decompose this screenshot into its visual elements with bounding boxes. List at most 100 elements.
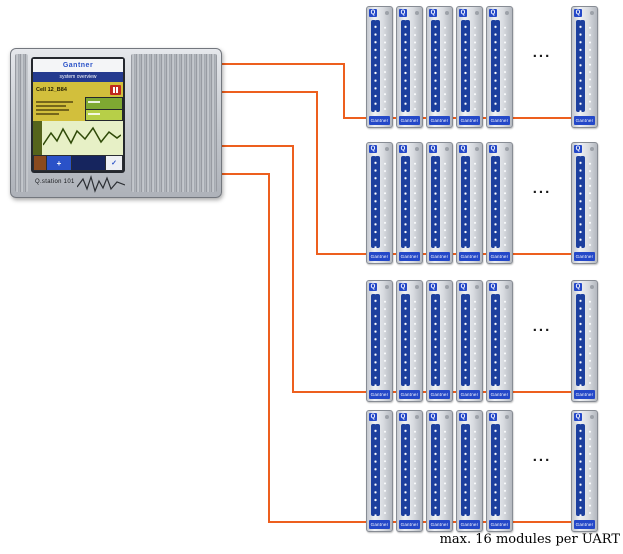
module-top: Q: [427, 143, 452, 155]
q-logo: Q: [399, 9, 407, 17]
q-logo: Q: [369, 413, 377, 421]
q-logo: Q: [459, 9, 467, 17]
io-module: Q Gantner: [486, 280, 513, 402]
terminal-strip: [461, 156, 470, 248]
led-column: [473, 296, 477, 384]
module-brand-label: Gantner: [429, 116, 450, 125]
module-top: Q: [397, 411, 422, 423]
screw: [505, 147, 509, 151]
module-brand-label: Gantner: [429, 520, 450, 529]
io-module: Q Gantner: [396, 6, 423, 128]
uart2-wire-vertical: [316, 91, 318, 255]
trend-chart: [33, 121, 123, 155]
terminal-strip: [371, 20, 380, 112]
screw: [590, 147, 594, 151]
io-module: Q Gantner: [486, 142, 513, 264]
terminal-strip: [461, 20, 470, 112]
terminal-strip: [576, 20, 585, 112]
module-brand-label: Gantner: [399, 116, 420, 125]
io-module: Q Gantner: [396, 280, 423, 402]
q-logo: Q: [489, 9, 497, 17]
module-top: Q: [487, 411, 512, 423]
screw: [590, 415, 594, 419]
screw: [385, 285, 389, 289]
screw: [445, 147, 449, 151]
led-column: [383, 158, 387, 246]
q-logo: Q: [429, 145, 437, 153]
io-module: Q Gantner: [571, 410, 598, 532]
led-column: [413, 426, 417, 514]
terminal-strip: [371, 424, 380, 516]
module-brand-label: Gantner: [369, 390, 390, 399]
terminal-strip: [461, 424, 470, 516]
io-module: Q Gantner: [486, 6, 513, 128]
terminal-strip: [401, 156, 410, 248]
q-logo: Q: [489, 145, 497, 153]
module-top: Q: [367, 143, 392, 155]
led-column: [503, 158, 507, 246]
terminal-strip: [371, 156, 380, 248]
module-brand-label: Gantner: [399, 390, 420, 399]
waveform-icon: [43, 126, 121, 146]
uart2-wire-horizontal: [220, 91, 316, 93]
more-modules-ellipsis: ...: [532, 179, 552, 197]
brand-logo: Gantner: [33, 59, 123, 72]
module-top: Q: [457, 411, 482, 423]
led-column: [473, 22, 477, 110]
q-logo: Q: [459, 283, 467, 291]
uart3-wire-vertical: [292, 145, 294, 393]
module-brand-label: Gantner: [429, 390, 450, 399]
screw: [445, 285, 449, 289]
led-column: [383, 426, 387, 514]
q-logo: Q: [574, 145, 582, 153]
status-tile-green: [86, 98, 122, 109]
led-column: [588, 158, 592, 246]
module-brand-label: Gantner: [399, 520, 420, 529]
uart1-wire-vertical: [343, 63, 345, 119]
terminal-strip: [431, 424, 440, 516]
led-column: [503, 296, 507, 384]
cell-row: Cell 12_B84: [33, 82, 123, 97]
device-model-label: Q.station 101: [35, 179, 75, 185]
module-top: Q: [397, 7, 422, 19]
module-brand-label: Gantner: [574, 390, 595, 399]
module-brand-label: Gantner: [459, 390, 480, 399]
module-brand-label: Gantner: [369, 252, 390, 261]
module-brand-label: Gantner: [574, 252, 595, 261]
terminal-strip: [371, 294, 380, 386]
terminal-strip: [401, 424, 410, 516]
screw: [475, 285, 479, 289]
more-modules-ellipsis: ...: [532, 43, 552, 61]
led-column: [473, 158, 477, 246]
terminal-strip: [431, 20, 440, 112]
module-row-uart3: Q Gantner Q Gantner Q Gantner Q Gantner: [366, 280, 598, 402]
screw: [415, 285, 419, 289]
module-top: Q: [572, 7, 597, 19]
screen-header: system overview: [33, 72, 123, 82]
module-top: Q: [457, 143, 482, 155]
module-brand-label: Gantner: [399, 252, 420, 261]
terminal-strip: [491, 20, 500, 112]
module-top: Q: [457, 7, 482, 19]
measurement-panel: [33, 97, 123, 121]
led-column: [413, 158, 417, 246]
screw: [475, 147, 479, 151]
module-top: Q: [427, 411, 452, 423]
screw: [445, 11, 449, 15]
io-module: Q Gantner: [366, 142, 393, 264]
housing-fins-right: [131, 54, 217, 192]
screw: [590, 285, 594, 289]
led-column: [443, 426, 447, 514]
chart-legend-block: [33, 121, 42, 155]
device-nameplate: Q.station 101: [33, 174, 127, 194]
screw: [475, 415, 479, 419]
screw: [385, 415, 389, 419]
io-module: Q Gantner: [456, 142, 483, 264]
led-column: [473, 426, 477, 514]
terminal-strip: [576, 424, 585, 516]
led-column: [443, 158, 447, 246]
q-logo: Q: [429, 9, 437, 17]
module-brand-label: Gantner: [429, 252, 450, 261]
screw: [505, 285, 509, 289]
module-top: Q: [572, 411, 597, 423]
